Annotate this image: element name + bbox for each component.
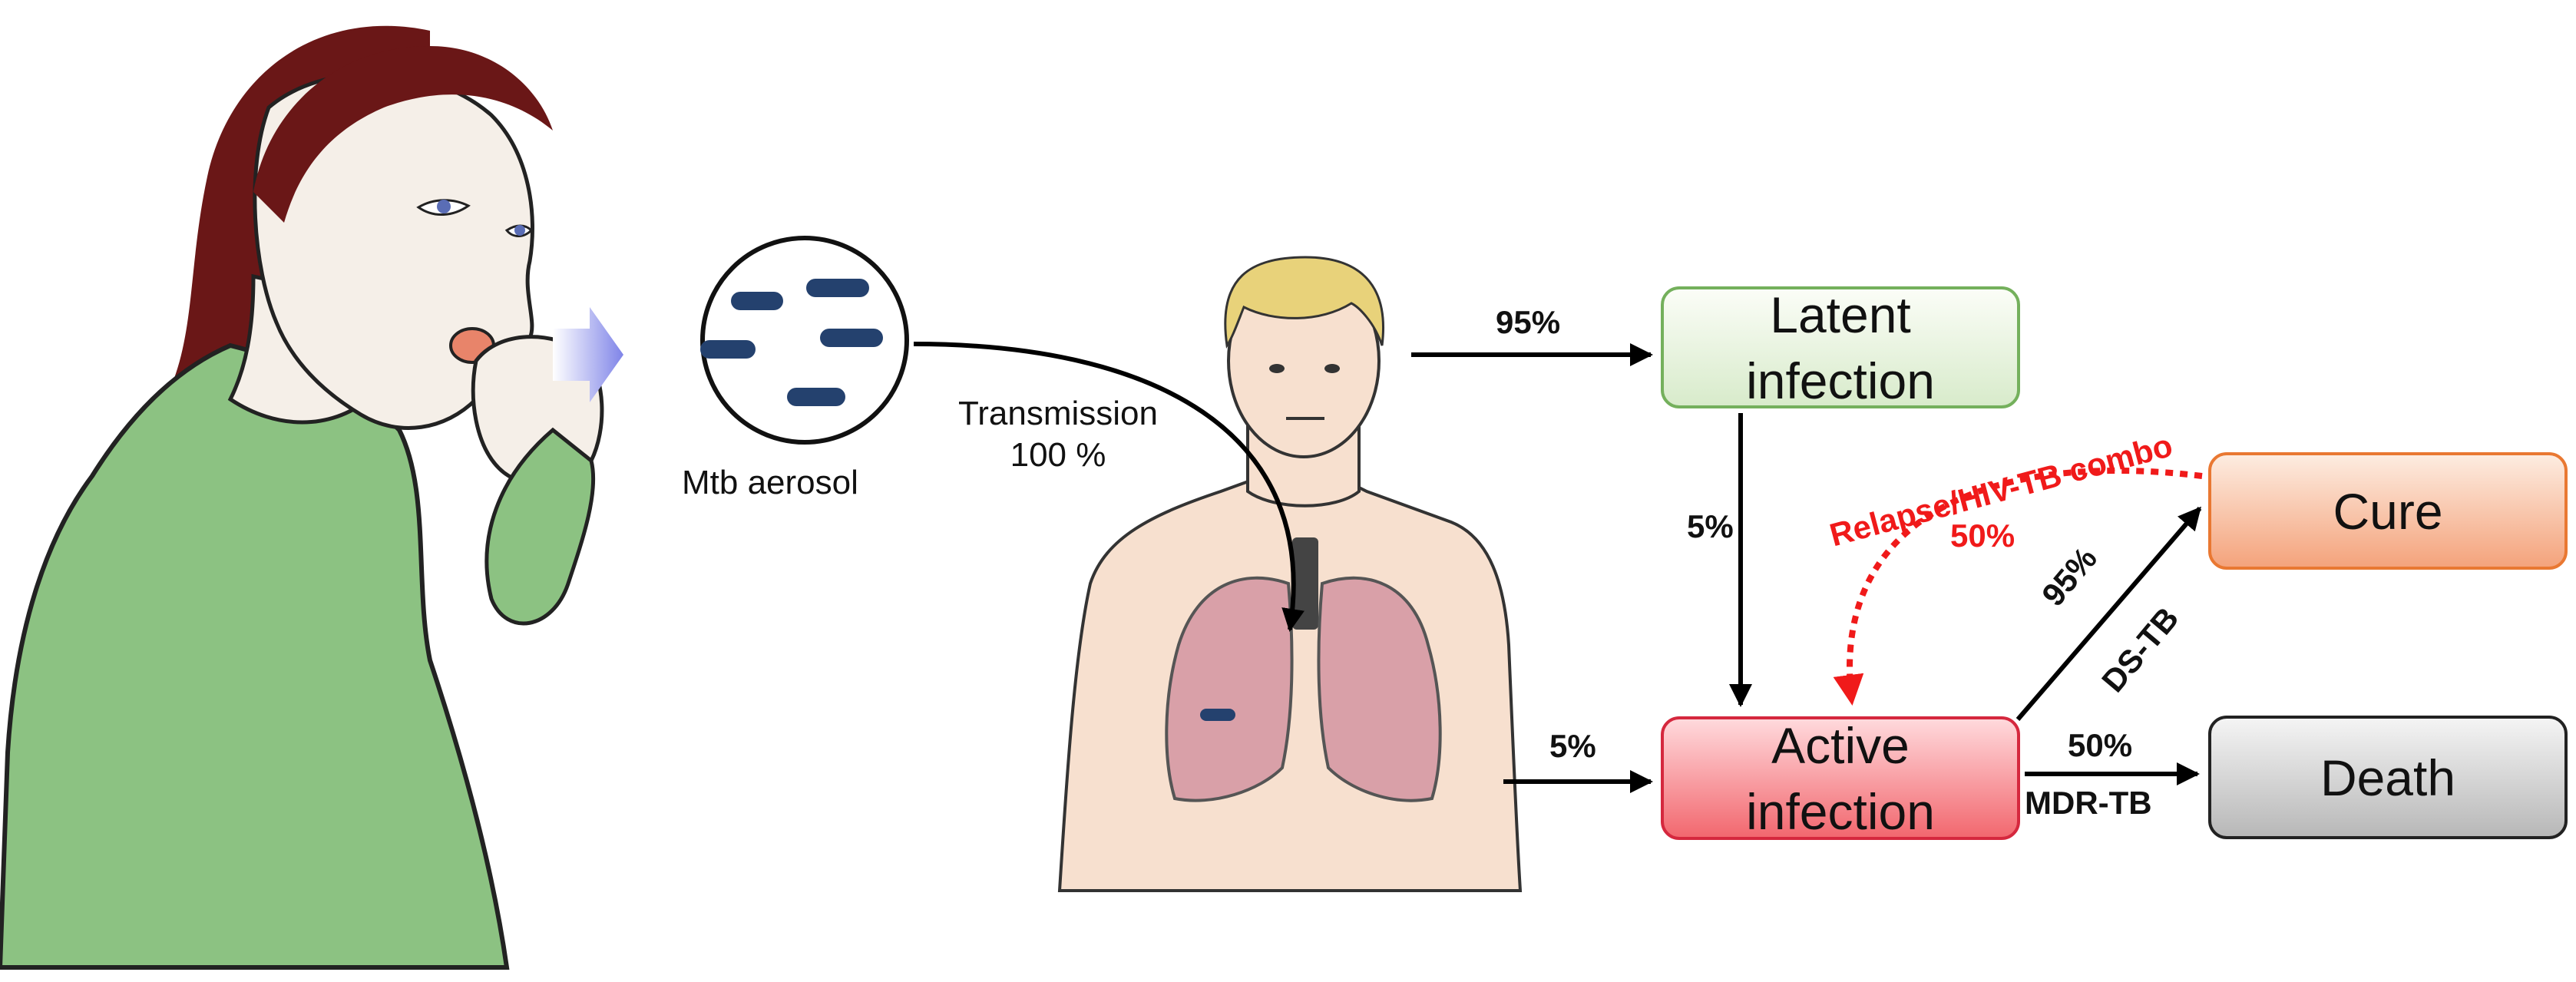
latent-line2: infection xyxy=(1746,352,1935,409)
aerosol-bacteria-icon xyxy=(700,236,909,445)
transmission-arrow xyxy=(913,342,1305,632)
aerosol-label: Mtb aerosol xyxy=(682,464,858,501)
label-latent-to-active: 5% xyxy=(1687,508,1734,544)
death-label: Death xyxy=(2320,749,2456,806)
cure-label: Cure xyxy=(2333,482,2443,540)
active-infection-box: Active infection xyxy=(1661,716,2020,840)
active-line1: Active xyxy=(1771,716,1910,774)
label-relapse-pct: 50% xyxy=(1950,517,2015,554)
arrow-relapse xyxy=(1833,467,2203,706)
transmission-label-line2: 100 % xyxy=(1010,436,1106,474)
coughing-woman-illustration xyxy=(0,25,604,970)
cough-direction-arrow-icon xyxy=(553,307,623,402)
label-to-latent: 95% xyxy=(1496,304,1561,340)
latent-infection-box: Latent infection xyxy=(1661,286,2020,409)
label-to-active: 5% xyxy=(1549,728,1596,764)
arrow-active-to-cure xyxy=(2015,506,2202,721)
cure-box: Cure xyxy=(2208,452,2568,570)
transmission-label-line1: Transmission xyxy=(958,395,1158,432)
active-line2: infection xyxy=(1746,782,1935,840)
latent-line1: Latent xyxy=(1770,286,1911,343)
label-to-death-type: MDR-TB xyxy=(2025,785,2152,821)
transmission-label: Transmission 100 % xyxy=(958,393,1158,476)
death-box: Death xyxy=(2208,716,2568,839)
human-lungs-illustration xyxy=(1057,256,1523,892)
label-to-death-pct: 50% xyxy=(2068,727,2133,763)
